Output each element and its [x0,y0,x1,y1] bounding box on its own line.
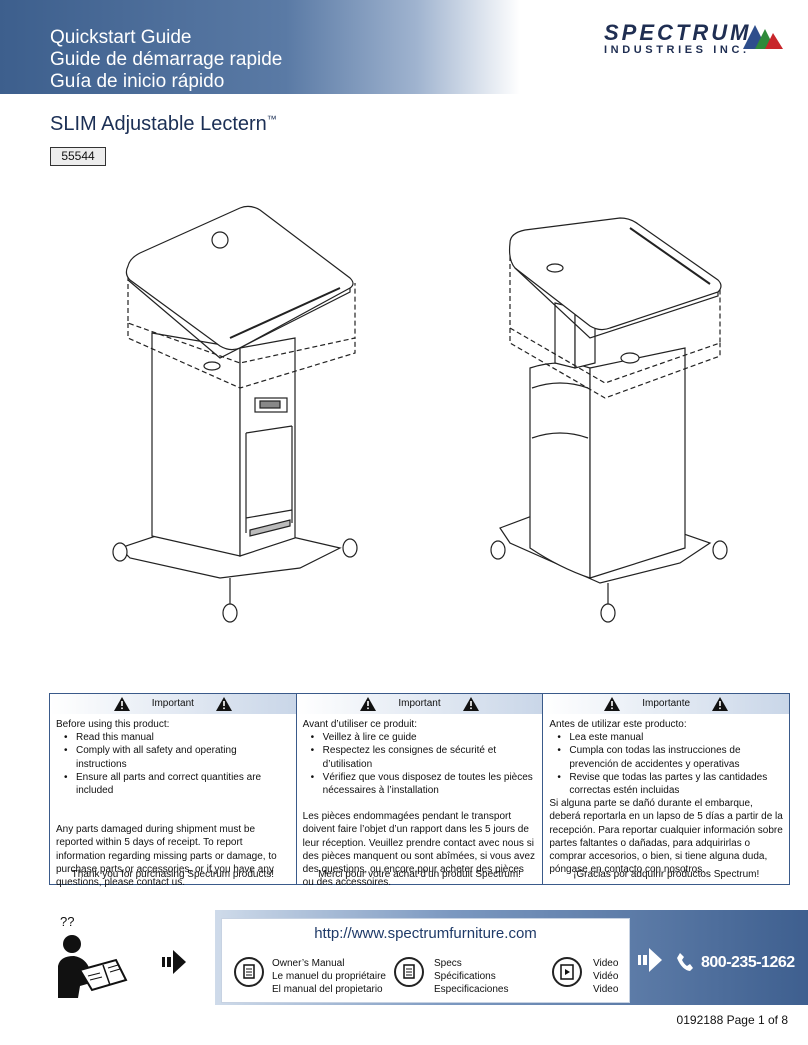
resource-label-es: El manual del propietario [272,984,383,995]
important-en: Important Before using this product: Rea… [50,694,297,888]
important-heading: Important [398,698,441,710]
model-number: 55544 [50,147,106,166]
resources-box: http://www.spectrumfurniture.com Owner’s… [221,918,630,1003]
list-item: Comply with all safety and operating ins… [64,744,290,770]
resource-label-es: Video [593,984,619,995]
person-reading-manual-icon [58,935,128,998]
lectern-front-illustration [112,205,358,623]
lectern-angled-illustration [490,217,728,623]
body-text: Les pièces endommagées pendant le transp… [302,811,536,889]
question-marks: ?? [60,914,75,929]
resource-label-en: Owner’s Manual [272,958,345,969]
specs-icon[interactable] [394,957,424,987]
list-item: Ensure all parts and correct quantities … [64,771,290,797]
video-link[interactable]: Video Vidéo Video [593,957,618,996]
thanks-text: ¡Gracias por adquirir productos Spectrum… [573,868,760,880]
warning-icon [712,697,729,711]
important-heading: Important [151,698,194,710]
manual-icon[interactable] [234,957,264,987]
bullet-list: Lea este manual Cumpla con todas las ins… [549,731,783,797]
owners-manual-link[interactable]: Owner’s Manual Le manuel du propriétaire… [272,957,386,996]
specs-link[interactable]: Specs Spécifications Especificaciones [434,957,508,996]
resource-label-en: Video [593,958,619,969]
warning-icon [604,697,621,711]
important-header-fr: Important [296,694,543,714]
resource-label-es: Especificaciones [434,984,509,995]
important-header-es: Importante [543,694,790,714]
intro-text: Avant d’utiliser ce produit: [302,719,417,730]
list-item: Lea este manual [557,731,783,744]
product-name: SLIM Adjustable Lectern [50,113,267,135]
phone-icon [677,953,693,971]
product-title: SLIM Adjustable Lectern™ [50,113,277,136]
trademark: ™ [266,114,277,126]
phone-number[interactable]: 800-235-1262 [701,954,795,971]
important-header-en: Important [50,694,296,714]
important-notice: Important Before using this product: Rea… [49,693,790,888]
title-en: Quickstart Guide [50,27,192,48]
list-item: Revise que todas las partes y las cantid… [557,771,783,797]
footer-bar: http://www.spectrumfurniture.com Owner’s… [215,910,808,1005]
bullet-list: Veillez à lire ce guide Respectez les co… [303,731,537,797]
spectrum-logo: SPECTRUM INDUSTRIES INC. [598,16,798,66]
body-text: Any parts damaged during shipment must b… [56,824,277,889]
page-number: 0192188 Page 1 of 8 [677,1013,788,1027]
warning-icon [360,697,377,711]
arrow-right-icon [638,948,662,972]
logo-triangles-icon [743,25,783,49]
important-fr: Important Avant d’utiliser ce produit: V… [296,694,544,888]
logo-wordmark: SPECTRUM [604,20,752,45]
intro-text: Before using this product: [56,719,170,730]
list-item: Vérifiez que vous disposez de toutes les… [311,771,537,797]
important-es: Importante Antes de utilizar este produc… [543,694,790,884]
page-label: Page 1 of 8 [726,1013,788,1027]
title-fr: Guide de démarrage rapide [50,49,283,70]
thanks-text: Merci pour votre achat d’un produit Spec… [318,868,521,880]
website-link[interactable]: http://www.spectrumfurniture.com [314,925,537,942]
bullet-list: Read this manual Comply with all safety … [56,731,290,797]
title-es: Guía de inicio rápido [50,71,225,92]
arrow-right-icon [162,950,186,974]
list-item: Cumpla con todas las instrucciones de pr… [557,744,783,770]
body-text: Si alguna parte se dañó durante el embar… [549,798,783,876]
resource-label-fr: Spécifications [434,971,496,982]
warning-icon [462,697,479,711]
important-heading: Importante [642,698,691,710]
list-item: Veillez à lire ce guide [311,731,537,744]
header-banner: Quickstart Guide Guide de démarrage rapi… [0,0,520,94]
logo-subtitle: INDUSTRIES INC. [604,44,750,56]
list-item: Read this manual [64,731,290,744]
intro-text: Antes de utilizar este producto: [549,719,687,730]
thanks-text: Thank you for purchasing Spectrum produc… [71,868,274,880]
warning-icon [113,697,130,711]
warning-icon [215,697,232,711]
resource-label-en: Specs [434,958,462,969]
resource-label-fr: Vidéo [593,971,619,982]
document-number: 0192188 [676,1013,724,1027]
video-icon[interactable] [552,957,582,987]
resource-label-fr: Le manuel du propriétaire [272,971,386,982]
list-item: Respectez les consignes de sécurité et d… [311,744,537,770]
